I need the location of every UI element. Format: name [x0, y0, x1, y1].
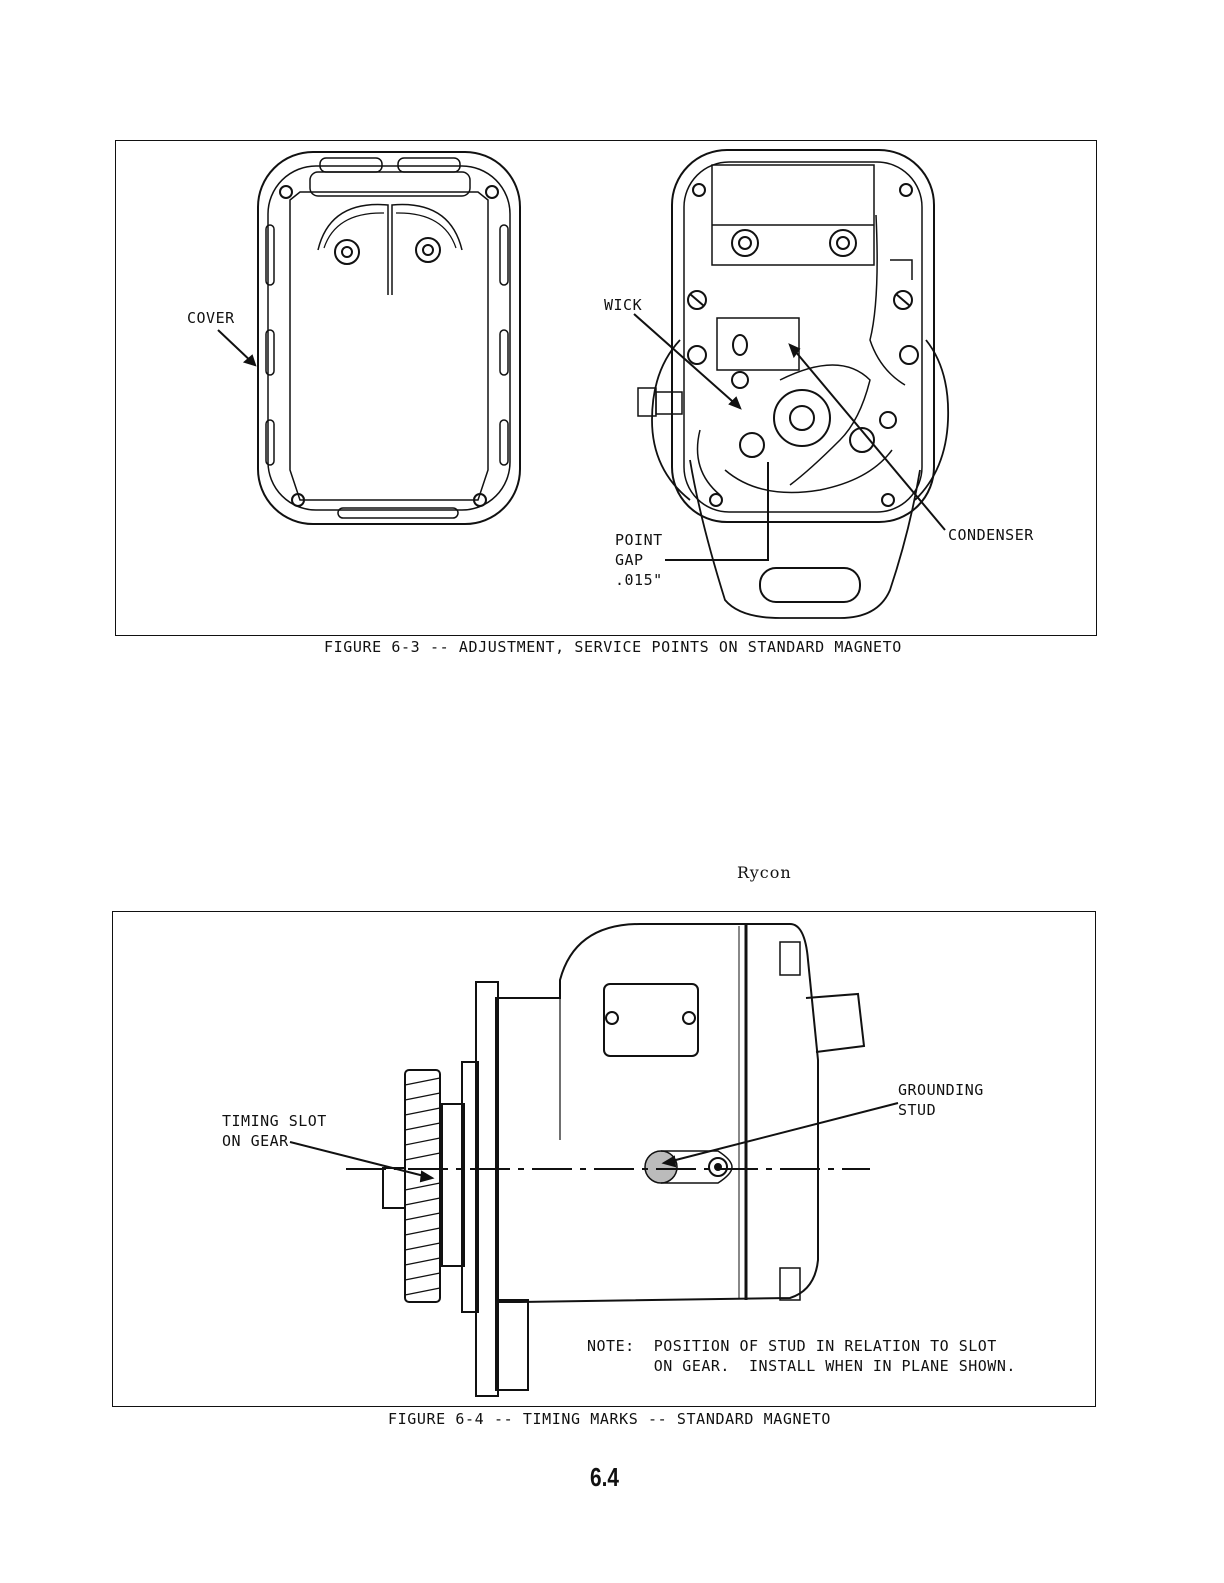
- page-number: 6.4: [590, 1462, 619, 1493]
- label-timing-slot-line-2: ON GEAR: [222, 1132, 289, 1151]
- label-grounding-stud-line-2: STUD: [898, 1101, 936, 1120]
- label-grounding-stud-line-1: GROUNDING: [898, 1081, 984, 1100]
- magneto-side-view-drawing: [346, 924, 870, 1396]
- note-line-1: NOTE: POSITION OF STUD IN RELATION TO SL…: [587, 1337, 997, 1356]
- label-timing-slot-line-1: TIMING SLOT: [222, 1112, 327, 1131]
- figure-6-4-caption: FIGURE 6-4 -- TIMING MARKS -- STANDARD M…: [388, 1410, 831, 1428]
- note-line-2: ON GEAR. INSTALL WHEN IN PLANE SHOWN.: [587, 1357, 1016, 1376]
